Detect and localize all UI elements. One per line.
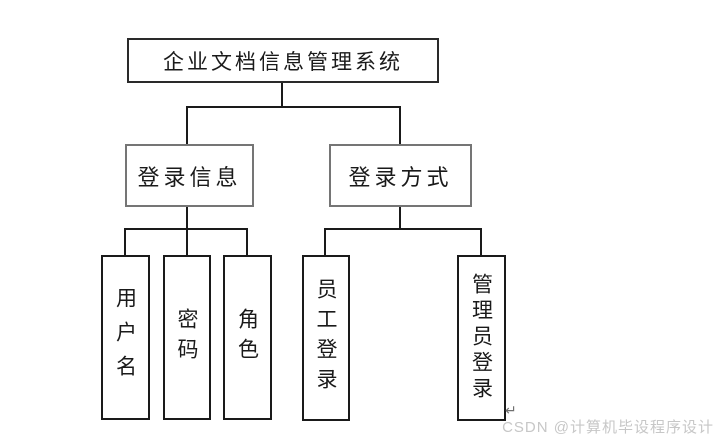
connector-drop-login-mode [399, 106, 401, 144]
connector-level2-crossbar [186, 106, 401, 108]
node-login-mode-label: 登录方式 [348, 164, 453, 190]
node-password: 密码 [163, 255, 211, 420]
connector-drop-username [124, 228, 126, 255]
node-system-title-label: 企业文档信息管理系统 [163, 49, 403, 74]
node-role: 角色 [223, 255, 272, 420]
connector-login-mode-crossbar [324, 228, 482, 230]
node-employee-login-label: 员工登录 [314, 278, 338, 398]
node-username-label: 用户名 [113, 286, 138, 389]
connector-drop-login-info [186, 106, 188, 144]
node-admin-login: 管理员登录 [457, 255, 506, 421]
connector-login-info-stem [186, 207, 188, 229]
connector-drop-admin-login [480, 228, 482, 255]
node-role-label: 角色 [235, 307, 260, 368]
paragraph-return-mark: ↵ [505, 403, 517, 419]
node-login-mode: 登录方式 [329, 144, 472, 207]
csdn-watermark: CSDN @计算机毕设程序设计 [502, 419, 714, 436]
node-username: 用户名 [101, 255, 150, 420]
connector-root-stem [281, 83, 283, 107]
connector-drop-role [246, 228, 248, 255]
node-password-label: 密码 [175, 307, 199, 368]
node-login-info-label: 登录信息 [137, 164, 242, 190]
node-employee-login: 员工登录 [302, 255, 350, 421]
node-system-title: 企业文档信息管理系统 [127, 38, 439, 83]
connector-drop-password [186, 228, 188, 255]
node-admin-login-label: 管理员登录 [469, 273, 494, 403]
connector-login-mode-stem [399, 207, 401, 229]
node-login-info: 登录信息 [125, 144, 254, 207]
connector-drop-employee-login [324, 228, 326, 255]
